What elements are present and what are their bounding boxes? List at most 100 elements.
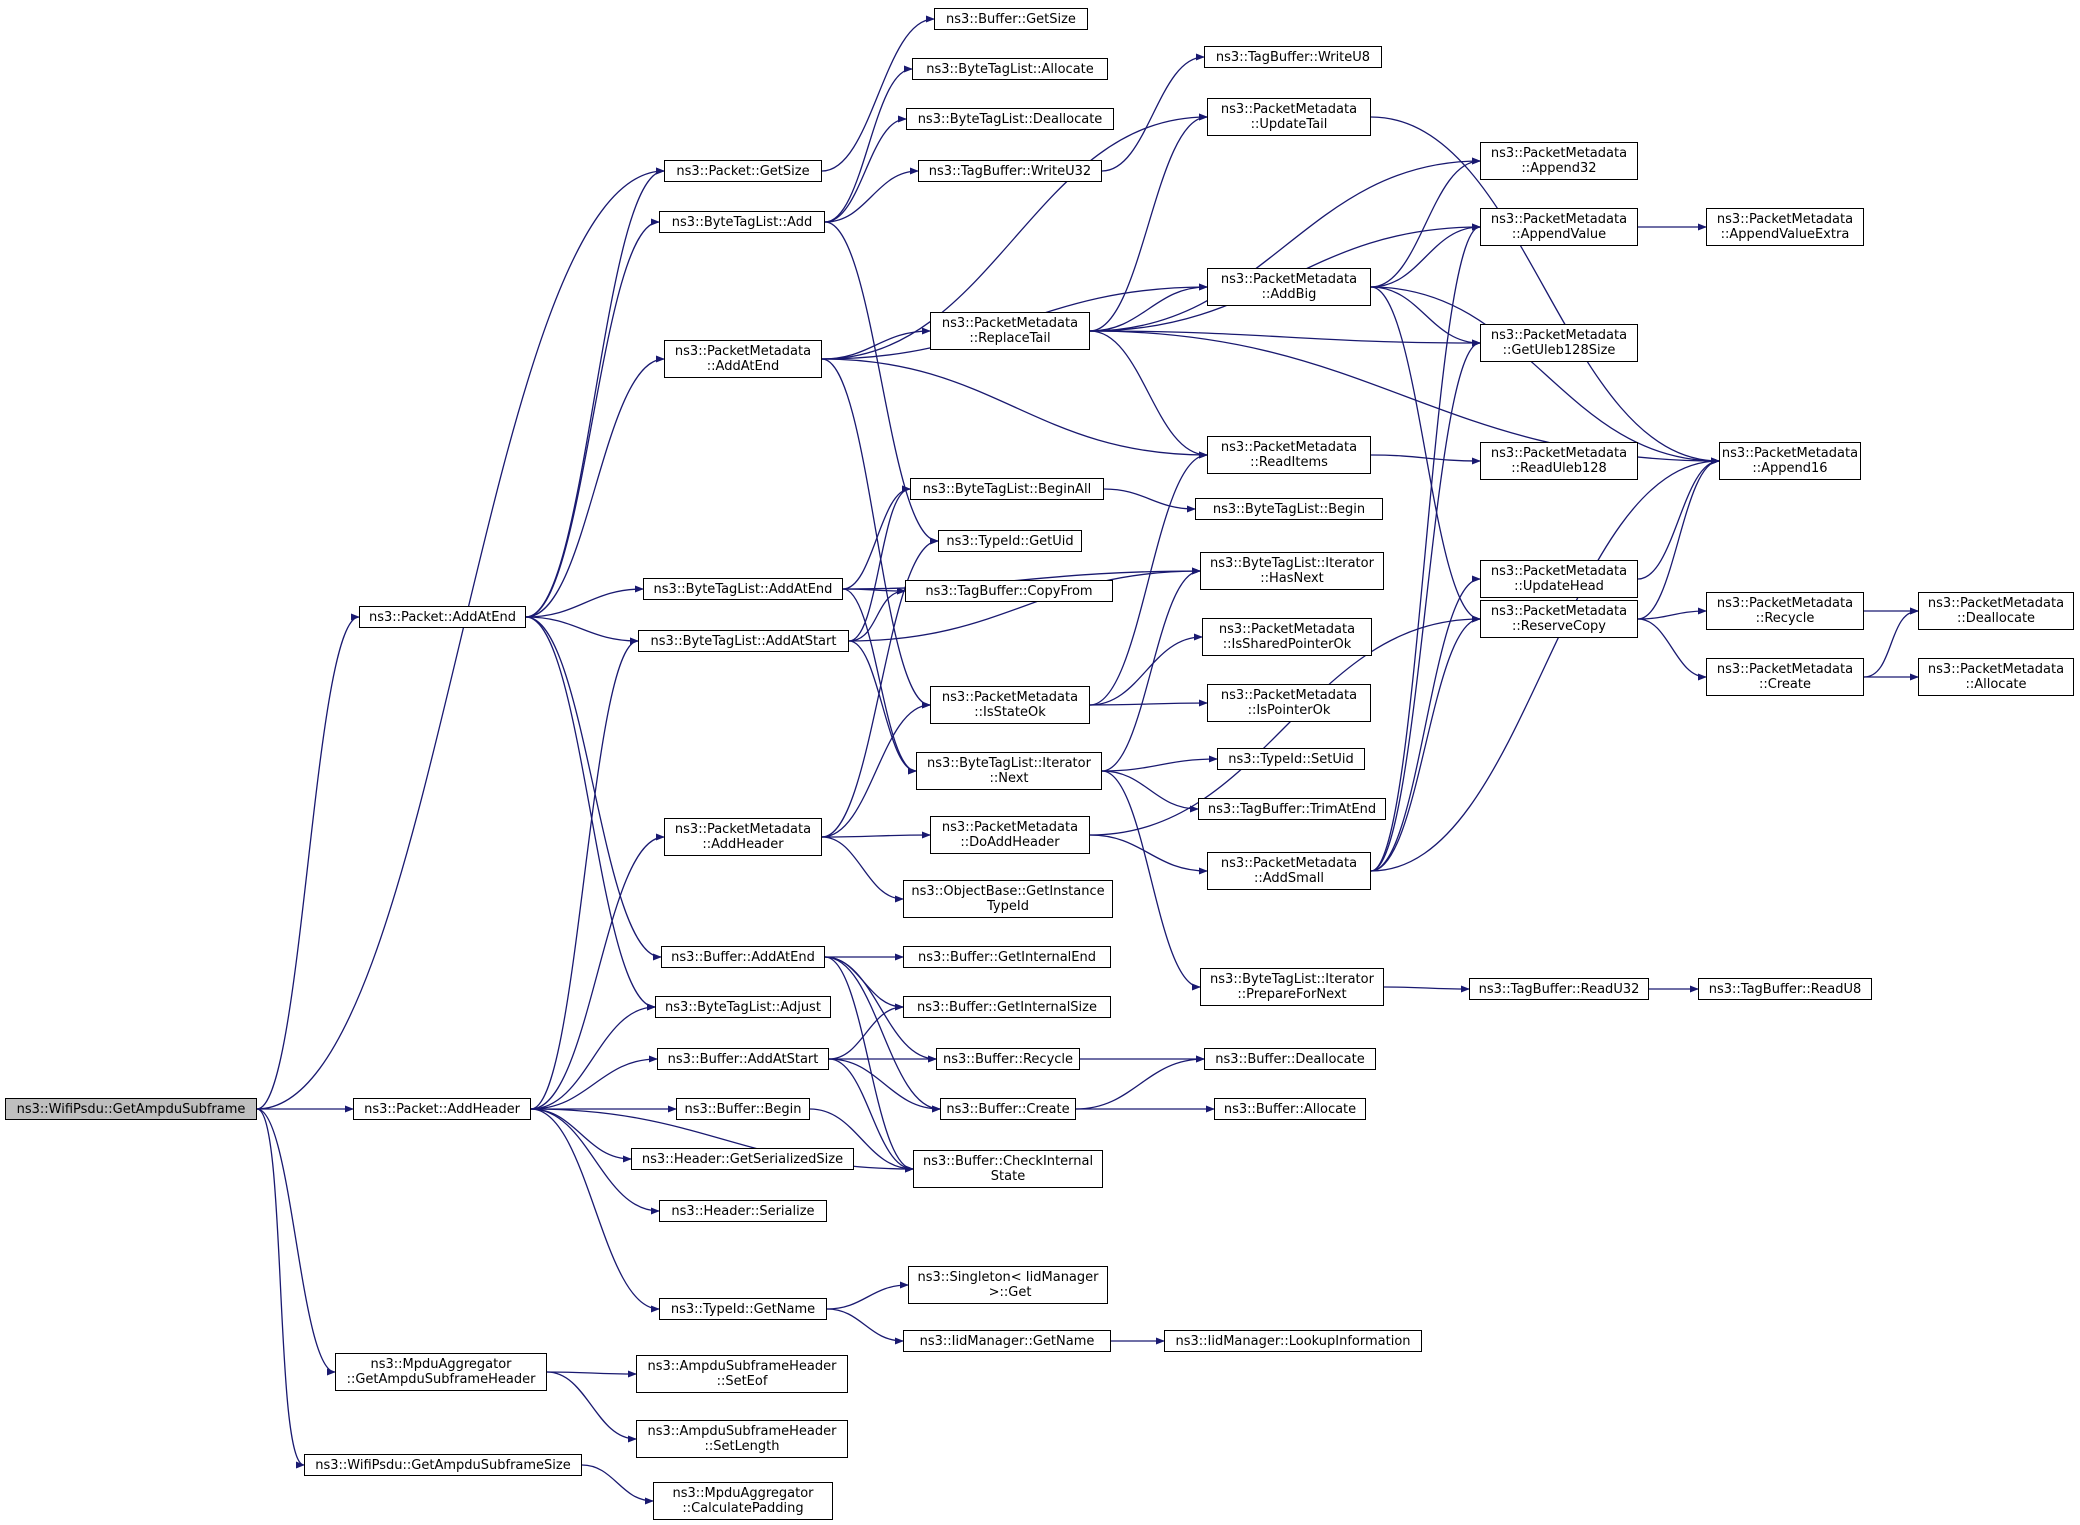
node-label-line: ns3::ByteTagList::Iterator [1210, 556, 1374, 571]
call-edge [1101, 567, 1201, 772]
node-label-line: ns3::Header::Serialize [671, 1203, 815, 1219]
node-ns3-packetmetadata-updatehead[interactable]: ns3::PacketMetadata::UpdateHead [1480, 560, 1638, 598]
node-ns3-packet-getsize[interactable]: ns3::Packet::GetSize [664, 160, 822, 182]
node-ns3-buffer-deallocate[interactable]: ns3::Buffer::Deallocate [1204, 1048, 1376, 1070]
node-ns3-buffer-getsize[interactable]: ns3::Buffer::GetSize [934, 8, 1088, 30]
node-ns3-bytetaglist-add[interactable]: ns3::ByteTagList::Add [659, 211, 825, 233]
node-ns3-packetmetadata-addbig[interactable]: ns3::PacketMetadata::AddBig [1207, 268, 1371, 306]
node-ns3-tagbuffer-readu32[interactable]: ns3::TagBuffer::ReadU32 [1469, 978, 1649, 1000]
call-edge [848, 567, 1201, 642]
node-label-line: ns3::Buffer::Create [946, 1101, 1070, 1117]
node-ns3-iidmanager-getname[interactable]: ns3::IidManager::GetName [903, 1330, 1111, 1352]
node-ns3-tagbuffer-trimatend[interactable]: ns3::TagBuffer::TrimAtEnd [1198, 798, 1386, 820]
call-edge [256, 1108, 305, 1469]
node-ns3-packetmetadata-appendvalueextra[interactable]: ns3::PacketMetadata::AppendValueExtra [1706, 208, 1864, 246]
node-ns3-packetmetadata-readitems[interactable]: ns3::PacketMetadata::ReadItems [1207, 436, 1371, 474]
node-ns3-bytetaglist-allocate[interactable]: ns3::ByteTagList::Allocate [912, 58, 1108, 80]
node-ns3-tagbuffer-copyfrom[interactable]: ns3::TagBuffer::CopyFrom [905, 580, 1113, 602]
node-ns3-packetmetadata-addheader[interactable]: ns3::PacketMetadata::AddHeader [664, 818, 822, 856]
node-ns3-bytetaglist-iterator-next[interactable]: ns3::ByteTagList::Iterator::Next [916, 752, 1102, 790]
node-ns3-packetmetadata-replacetail[interactable]: ns3::PacketMetadata::ReplaceTail [930, 312, 1090, 350]
node-label-line: ns3::AmpduSubframeHeader [647, 1424, 837, 1439]
node-ns3-packetmetadata-create[interactable]: ns3::PacketMetadata::Create [1706, 658, 1864, 696]
node-label-line: State [990, 1169, 1026, 1184]
call-edge [826, 1281, 909, 1310]
node-ns3-packet-addatend[interactable]: ns3::Packet::AddAtEnd [359, 606, 526, 628]
node-ns3-buffer-begin[interactable]: ns3::Buffer::Begin [676, 1098, 810, 1120]
node-label-line: ns3::TypeId::GetName [670, 1301, 816, 1317]
node-ns3-packetmetadata-reservecopy[interactable]: ns3::PacketMetadata::ReserveCopy [1480, 600, 1638, 638]
call-edge [824, 115, 907, 223]
node-ns3-packetmetadata-recycle[interactable]: ns3::PacketMetadata::Recycle [1706, 592, 1864, 630]
node-ns3-packetmetadata-updatetail[interactable]: ns3::PacketMetadata::UpdateTail [1207, 98, 1371, 136]
node-label-line: ns3::Packet::AddHeader [364, 1101, 520, 1117]
call-edge [1370, 457, 1720, 872]
node-ns3-buffer-addatstart[interactable]: ns3::Buffer::AddAtStart [657, 1048, 829, 1070]
call-edge [525, 616, 656, 1011]
node-ns3-buffer-addatend[interactable]: ns3::Buffer::AddAtEnd [661, 946, 825, 968]
node-label-line: ns3::Buffer::AddAtStart [667, 1051, 819, 1067]
node-ns3-packetmetadata-append16[interactable]: ns3::PacketMetadata::Append16 [1719, 442, 1861, 480]
node-label-line: ::Append32 [1521, 161, 1597, 176]
node-ns3-packetmetadata-deallocate[interactable]: ns3::PacketMetadata::Deallocate [1918, 592, 2074, 630]
node-label-line: ns3::PacketMetadata [1490, 146, 1628, 161]
node-label-line: ::AppendValueExtra [1720, 227, 1850, 242]
node-ns3-packetmetadata-append32[interactable]: ns3::PacketMetadata::Append32 [1480, 142, 1638, 180]
node-ns3-mpduaggregator-getampdusubframeheader[interactable]: ns3::MpduAggregator::GetAmpduSubframeHea… [335, 1353, 547, 1391]
node-ns3-packetmetadata-appendvalue[interactable]: ns3::PacketMetadata::AppendValue [1480, 208, 1638, 246]
node-ns3-typeid-getname[interactable]: ns3::TypeId::GetName [659, 1298, 827, 1320]
node-label-line: ns3::PacketMetadata [1220, 856, 1358, 871]
node-ns3-packetmetadata-getuleb128size[interactable]: ns3::PacketMetadata::GetUleb128Size [1480, 324, 1638, 362]
node-label-line: ::IsSharedPointerOk [1222, 637, 1352, 652]
node-ns3-packetmetadata-allocate[interactable]: ns3::PacketMetadata::Allocate [1918, 658, 2074, 696]
node-ns3-packetmetadata-ispointerok[interactable]: ns3::PacketMetadata::IsPointerOk [1207, 684, 1371, 722]
node-ns3-buffer-create[interactable]: ns3::Buffer::Create [940, 1098, 1076, 1120]
node-ns3-bytetaglist-addatstart[interactable]: ns3::ByteTagList::AddAtStart [638, 630, 849, 652]
node-ns3-bytetaglist-iterator-hasnext[interactable]: ns3::ByteTagList::Iterator::HasNext [1200, 552, 1384, 590]
node-ns3-iidmanager-lookupinformation[interactable]: ns3::IidManager::LookupInformation [1164, 1330, 1422, 1352]
node-ns3-singleton-iidmanager-get[interactable]: ns3::Singleton< IidManager >::Get [908, 1266, 1108, 1304]
node-ns3-buffer-getinternalend[interactable]: ns3::Buffer::GetInternalEnd [903, 946, 1111, 968]
node-ns3-buffer-allocate[interactable]: ns3::Buffer::Allocate [1214, 1098, 1366, 1120]
node-label-line: ns3::Buffer::GetInternalSize [917, 999, 1097, 1015]
node-label-line: ns3::WifiPsdu::GetAmpduSubframeSize [315, 1457, 571, 1473]
node-ns3-packetmetadata-isstateok[interactable]: ns3::PacketMetadata::IsStateOk [930, 686, 1090, 724]
node-label-line: ::ReadItems [1250, 455, 1328, 470]
node-ns3-tagbuffer-writeu32[interactable]: ns3::TagBuffer::WriteU32 [918, 160, 1102, 182]
node-ns3-tagbuffer-readu8[interactable]: ns3::TagBuffer::ReadU8 [1698, 978, 1872, 1000]
node-ns3-typeid-getuid[interactable]: ns3::TypeId::GetUid [938, 530, 1082, 552]
node-ns3-bytetaglist-adjust[interactable]: ns3::ByteTagList::Adjust [655, 996, 831, 1018]
node-ns3-packetmetadata-addsmall[interactable]: ns3::PacketMetadata::AddSmall [1207, 852, 1371, 890]
node-ns3-packet-addheader[interactable]: ns3::Packet::AddHeader [353, 1098, 531, 1120]
call-edge [1370, 286, 1481, 347]
node-ns3-buffer-recycle[interactable]: ns3::Buffer::Recycle [936, 1048, 1080, 1070]
node-ns3-packetmetadata-doaddheader[interactable]: ns3::PacketMetadata::DoAddHeader [930, 816, 1090, 854]
node-ns3-bytetaglist-begin[interactable]: ns3::ByteTagList::Begin [1195, 498, 1383, 520]
node-ns3-mpduaggregator-calculatepadding[interactable]: ns3::MpduAggregator::CalculatePadding [653, 1482, 833, 1520]
node-ns3-typeid-setuid[interactable]: ns3::TypeId::SetUid [1217, 748, 1365, 770]
node-ns3-bytetaglist-beginall[interactable]: ns3::ByteTagList::BeginAll [910, 478, 1104, 500]
call-edge [821, 537, 939, 838]
node-ns3-packetmetadata-issharedpointerok[interactable]: ns3::PacketMetadata::IsSharedPointerOk [1202, 618, 1372, 656]
node-ns3-bytetaglist-deallocate[interactable]: ns3::ByteTagList::Deallocate [906, 108, 1114, 130]
node-label-line: ns3::Buffer::Recycle [942, 1051, 1074, 1067]
node-ns3-wifipsdu-getampdusubframesize[interactable]: ns3::WifiPsdu::GetAmpduSubframeSize [304, 1454, 582, 1476]
node-ns3-header-serialize[interactable]: ns3::Header::Serialize [659, 1200, 827, 1222]
node-ns3-packetmetadata-readuleb128[interactable]: ns3::PacketMetadata::ReadUleb128 [1480, 442, 1638, 480]
node-label-line: ns3::ByteTagList::Allocate [926, 61, 1094, 77]
call-edge [1370, 223, 1481, 288]
node-ns3-header-getserializedsize[interactable]: ns3::Header::GetSerializedSize [631, 1148, 854, 1170]
node-ns3-ampdusubframeheader-seteof[interactable]: ns3::AmpduSubframeHeader::SetEof [636, 1355, 848, 1393]
call-edge [546, 1370, 637, 1378]
node-ns3-ampdusubframeheader-setlength[interactable]: ns3::AmpduSubframeHeader::SetLength [636, 1420, 848, 1458]
node-ns3-bytetaglist-iterator-preparefornext[interactable]: ns3::ByteTagList::Iterator::PrepareForNe… [1200, 968, 1384, 1006]
node-ns3-bytetaglist-addatend[interactable]: ns3::ByteTagList::AddAtEnd [643, 578, 843, 600]
node-ns3-packetmetadata-addatend[interactable]: ns3::PacketMetadata::AddAtEnd [664, 340, 822, 378]
node-label-line: ns3::PacketMetadata [941, 316, 1079, 331]
node-ns3-buffer-getinternalsize[interactable]: ns3::Buffer::GetInternalSize [903, 996, 1111, 1018]
node-label-line: ns3::Buffer::CheckInternal [922, 1154, 1094, 1169]
node-ns3-tagbuffer-writeu8[interactable]: ns3::TagBuffer::WriteU8 [1204, 46, 1382, 68]
node-label-line: ::SetLength [704, 1439, 780, 1454]
